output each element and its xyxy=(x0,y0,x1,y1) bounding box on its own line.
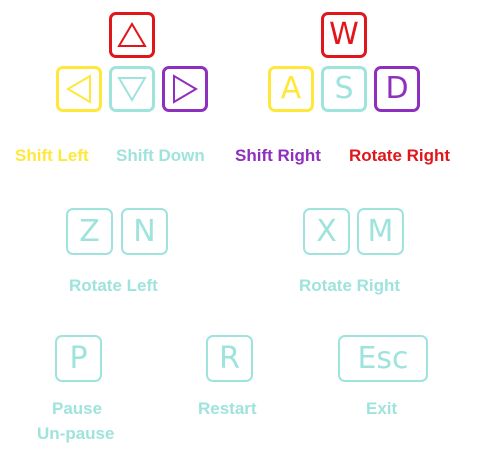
n-key-label: N xyxy=(133,213,156,249)
d-key-label: D xyxy=(385,71,409,106)
p-key: P xyxy=(55,335,102,382)
p-key-label: P xyxy=(69,340,88,376)
a-key: A xyxy=(268,66,314,112)
x-key: X xyxy=(303,208,350,255)
r-key-label: R xyxy=(219,340,240,376)
shift-left-label: Shift Left xyxy=(15,146,89,165)
esc-key: Esc xyxy=(338,335,428,382)
left-arrow-icon xyxy=(66,74,91,104)
rotate-right-label-top: Rotate Right xyxy=(349,146,451,165)
m-key-label: M xyxy=(367,213,394,249)
down-arrow-icon xyxy=(117,77,147,102)
pause-label: Pause xyxy=(52,399,103,418)
d-key: D xyxy=(374,66,420,112)
z-key: Z xyxy=(66,208,113,255)
up-arrow-icon xyxy=(117,22,147,47)
restart-label: Restart xyxy=(198,399,257,418)
esc-key-label: Esc xyxy=(357,340,409,376)
unpause-label: Un-pause xyxy=(37,424,115,443)
exit-label: Exit xyxy=(366,399,398,418)
s-key-label: S xyxy=(334,71,354,106)
right-arrow-icon xyxy=(173,74,198,104)
shift-down-label: Shift Down xyxy=(116,146,205,165)
r-key: R xyxy=(206,335,253,382)
a-key-label: A xyxy=(280,71,302,106)
shift-right-label: Shift Right xyxy=(235,146,321,165)
left-arrow-key xyxy=(56,66,102,112)
down-arrow-key xyxy=(109,66,155,112)
rotate-left-label: Rotate Left xyxy=(69,276,158,295)
z-key-label: Z xyxy=(79,213,100,249)
right-arrow-key xyxy=(162,66,208,112)
up-arrow-key xyxy=(109,12,155,58)
rotate-right-label: Rotate Right xyxy=(299,276,401,295)
n-key: N xyxy=(121,208,168,255)
x-key-label: X xyxy=(316,213,337,249)
s-key: S xyxy=(321,66,367,112)
w-key: W xyxy=(321,12,367,58)
w-key-label: W xyxy=(329,17,359,52)
m-key: M xyxy=(357,208,404,255)
